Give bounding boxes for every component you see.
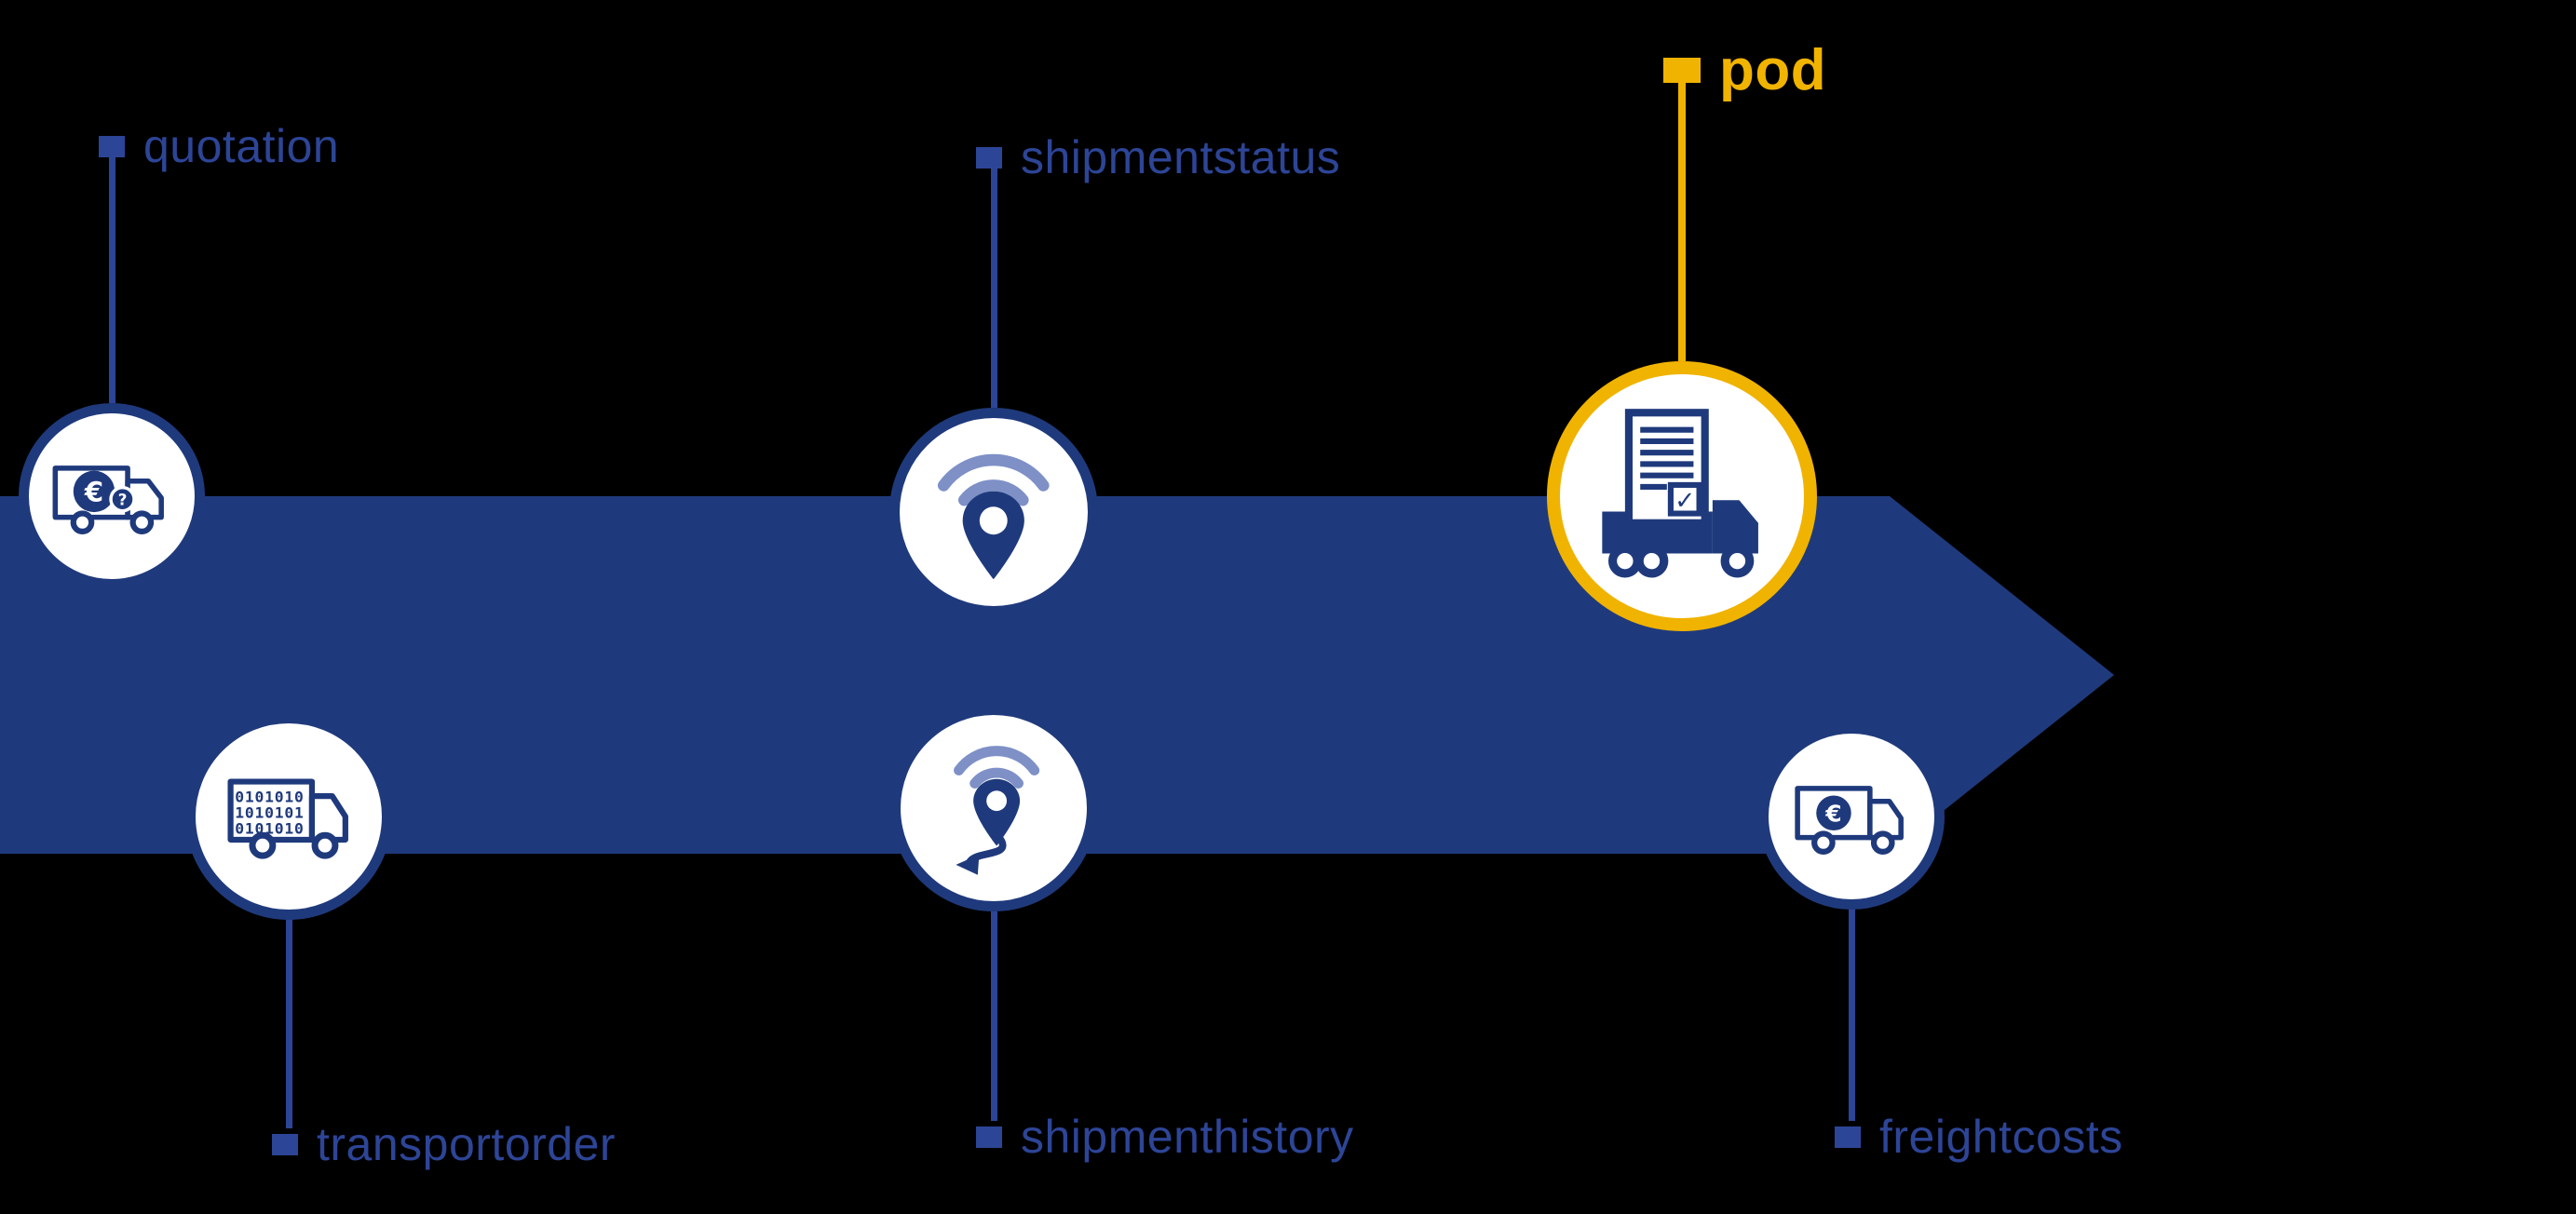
shipmenthistory-label: shipmenthistory — [1021, 1111, 1354, 1163]
truck-binary-data-icon: 0101010 1010101 0101010 — [227, 778, 348, 859]
pin-center-dot — [986, 790, 1008, 812]
quotation-bullet-square — [99, 135, 125, 157]
truck-euro-question-icon: € ? — [52, 465, 164, 534]
location-pin — [973, 778, 1021, 846]
binary-data-line: 1010101 — [235, 804, 304, 822]
signal-wave-inner — [969, 767, 1024, 789]
euro-coin — [73, 470, 115, 512]
quotation-label-tag: quotation — [99, 119, 339, 173]
truck-wheel — [249, 831, 277, 859]
transportorder-bullet-square — [272, 1133, 298, 1155]
euro-symbol: € — [1824, 800, 1841, 827]
freightcosts-label-tag: freightcosts — [1835, 1110, 2123, 1164]
pin-center-dot — [980, 506, 1008, 535]
truck-wheel — [1720, 544, 1755, 578]
freightcosts-label: freightcosts — [1879, 1111, 2123, 1163]
transportorder-node-circle: 0101010 1010101 0101010 — [185, 713, 392, 920]
truck-euro-icon: € — [1794, 785, 1904, 855]
truck-wheel — [1607, 544, 1642, 578]
pod-node-circle: ✓ — [1547, 361, 1817, 631]
signal-wave-outer — [954, 746, 1040, 776]
shipmentstatus-bullet-square — [976, 146, 1002, 169]
pod-document-truck-icon: ✓ — [1602, 408, 1758, 578]
binary-data-line: 0101010 — [235, 820, 304, 838]
check-symbol: ✓ — [1674, 486, 1695, 515]
freightcosts-node-circle: € — [1758, 723, 1945, 910]
shipmentstatus-label-tag: shipmentstatus — [976, 130, 1340, 184]
transportorder-label: transportorder — [317, 1118, 617, 1170]
route-arrowhead — [956, 854, 980, 875]
quotation-connector-line — [109, 149, 115, 403]
quotation-node-circle: € ? — [19, 403, 205, 589]
gps-route-history-icon — [954, 746, 1040, 875]
truck-wheel — [70, 509, 94, 534]
truck-cab — [1866, 798, 1904, 840]
binary-data-line: 0101010 — [235, 788, 304, 805]
shipmentstatus-node-circle — [889, 408, 1098, 616]
check-box — [1667, 481, 1702, 517]
location-pin — [962, 491, 1025, 580]
freightcosts-bullet-square — [1835, 1126, 1861, 1148]
transportorder-label-tag: transportorder — [272, 1117, 616, 1171]
truck-cab — [308, 793, 348, 843]
quotation-label: quotation — [143, 120, 340, 172]
euro-coin — [1815, 795, 1851, 830]
euro-symbol: € — [83, 476, 102, 507]
signal-wave-inner — [958, 479, 1029, 506]
pod-label-tag: pod — [1663, 37, 1826, 103]
transportorder-connector-line — [286, 918, 292, 1128]
truck-cab — [1712, 500, 1758, 554]
pod-connector-line — [1678, 67, 1686, 361]
shipmenthistory-label-tag: shipmenthistory — [976, 1110, 1354, 1164]
truck-wheel — [1810, 830, 1836, 855]
question-coin — [108, 485, 136, 512]
shipmenthistory-connector-line — [991, 910, 997, 1121]
gps-pin-signal-icon — [938, 454, 1050, 580]
shipmenthistory-node-circle — [890, 705, 1097, 911]
truck-wheel — [311, 831, 339, 859]
truck-wheel — [129, 509, 154, 534]
signal-wave-outer — [938, 454, 1050, 492]
document-text-lines — [1640, 426, 1694, 490]
truck-wheel — [1634, 544, 1669, 578]
pod-bullet-square — [1663, 58, 1701, 83]
freightcosts-connector-line — [1849, 908, 1855, 1121]
shipmenthistory-bullet-square — [976, 1126, 1002, 1148]
question-symbol: ? — [117, 491, 127, 508]
truck-wheel — [1870, 830, 1895, 855]
pod-label: pod — [1719, 38, 1827, 102]
shipmentstatus-label: shipmentstatus — [1021, 131, 1341, 183]
shipmentstatus-connector-line — [991, 160, 997, 408]
